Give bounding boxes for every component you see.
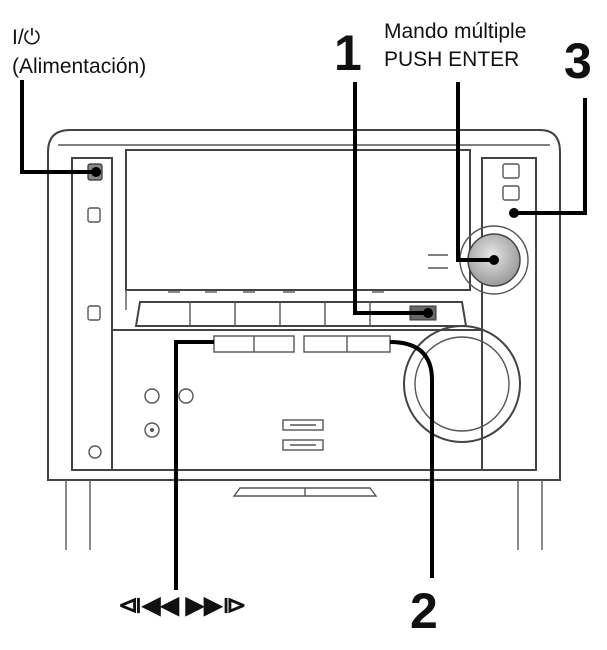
display-window	[125, 149, 471, 291]
callout-number-2: 2	[410, 583, 438, 639]
cabinet-outline	[47, 129, 561, 481]
left-jack	[88, 445, 102, 459]
callout-lines	[20, 80, 587, 590]
small-knob-1	[144, 388, 160, 404]
multi-control-label-line2: PUSH ENTER	[384, 48, 519, 71]
stereo-unit	[47, 129, 561, 550]
lower-body	[111, 330, 482, 471]
callout-dot-3	[509, 208, 519, 218]
callout-line-multi	[456, 82, 490, 262]
multi-control-label-line1: Mando múltiple	[384, 20, 526, 43]
callout-line-3	[514, 98, 587, 215]
volume-dial-outer[interactable]	[403, 325, 521, 443]
callout-line-power	[20, 80, 96, 174]
callout-dot-1	[423, 308, 433, 318]
slot-button-1[interactable]	[282, 419, 324, 431]
left-button-1[interactable]	[87, 207, 101, 223]
callout-number-3: 3	[564, 33, 592, 89]
skip-buttons-label: ⧏◀◀ ▶▶⧐	[118, 592, 247, 619]
callout-number-1: 1	[334, 25, 362, 81]
right-button-2[interactable]	[502, 185, 520, 201]
callout-dot-multi	[489, 255, 499, 265]
slot-button-2[interactable]	[282, 439, 324, 451]
power-name-label: (Alimentación)	[12, 55, 146, 78]
callout-line-1	[353, 82, 428, 315]
right-button-1[interactable]	[502, 163, 520, 179]
small-knob-3-dot	[150, 428, 154, 432]
small-knob-3	[144, 422, 160, 438]
left-side-panel	[71, 157, 113, 471]
volume-dial-inner	[414, 336, 510, 432]
callout-line-2	[389, 340, 434, 578]
left-button-2[interactable]	[87, 305, 101, 321]
callout-dot-power	[91, 167, 101, 177]
right-side-panel	[481, 157, 537, 471]
tray-slot	[232, 487, 378, 497]
callout-line-skip	[174, 340, 214, 590]
power-symbol-label: I/⏻	[12, 26, 41, 49]
small-knob-2	[178, 388, 194, 404]
